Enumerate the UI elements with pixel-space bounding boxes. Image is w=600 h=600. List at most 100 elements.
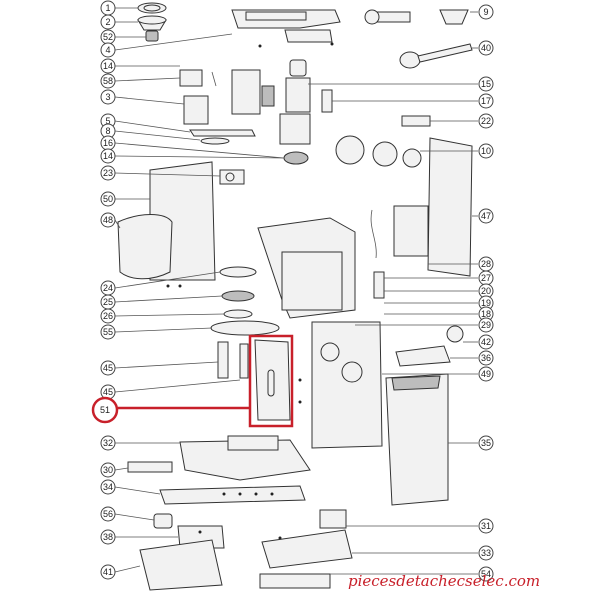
svg-text:40: 40 — [481, 43, 491, 53]
part-cap — [153, 513, 173, 529]
svg-text:47: 47 — [481, 211, 491, 221]
svg-text:30: 30 — [103, 465, 113, 475]
callout-30: 30 — [100, 462, 116, 478]
leader-lines-right — [308, 11, 478, 575]
callout-16: 16 — [100, 135, 116, 151]
callout-32: 32 — [100, 435, 116, 451]
part-round-plate — [210, 320, 280, 336]
svg-text:52: 52 — [103, 32, 113, 42]
part-tray-cover — [395, 345, 451, 367]
svg-text:26: 26 — [103, 311, 113, 321]
callout-27: 27 — [478, 270, 494, 286]
svg-text:54: 54 — [481, 569, 491, 579]
callout-58: 58 — [100, 73, 116, 89]
part-seal-rings — [219, 266, 257, 319]
callout-33: 33 — [478, 545, 494, 561]
svg-text:4: 4 — [105, 45, 110, 55]
svg-text:34: 34 — [103, 482, 113, 492]
svg-text:49: 49 — [481, 369, 491, 379]
svg-text:55: 55 — [103, 327, 113, 337]
svg-text:32: 32 — [103, 438, 113, 448]
part-small-tray — [127, 461, 173, 473]
svg-text:2: 2 — [105, 17, 110, 27]
callout-24: 24 — [100, 280, 116, 296]
part-highlighted-panel — [254, 339, 291, 421]
svg-text:45: 45 — [103, 363, 113, 373]
callout-14a: 14 — [100, 58, 116, 74]
callout-56: 56 — [100, 506, 116, 522]
svg-text:8: 8 — [105, 126, 110, 136]
svg-text:23: 23 — [103, 168, 113, 178]
svg-text:19: 19 — [481, 298, 491, 308]
svg-text:33: 33 — [481, 548, 491, 558]
svg-text:14: 14 — [103, 61, 113, 71]
callout-28: 28 — [478, 256, 494, 272]
part-gear-unit — [335, 135, 422, 168]
part-base-assembly — [179, 435, 311, 481]
svg-text:31: 31 — [481, 521, 491, 531]
part-side-panel — [427, 137, 473, 277]
callout-2: 2 — [100, 14, 116, 30]
callout-4: 4 — [100, 42, 116, 58]
part-switch — [321, 89, 431, 127]
leader-lines-left — [114, 7, 285, 573]
callout-51: 51 — [91, 396, 119, 424]
part-drip-tray — [139, 539, 223, 591]
callout-55: 55 — [100, 324, 116, 340]
callout-29: 29 — [478, 317, 494, 333]
callout-3: 3 — [100, 89, 116, 105]
part-base-plate — [159, 485, 306, 505]
svg-text:48: 48 — [103, 215, 113, 225]
svg-text:56: 56 — [103, 509, 113, 519]
site-watermark: piecesdetachecselec.com — [348, 572, 540, 590]
callout-54: 54 — [478, 566, 494, 582]
svg-text:20: 20 — [481, 286, 491, 296]
part-flat-strip — [189, 129, 256, 145]
part-gear-motor — [219, 169, 245, 185]
part-cup-tray — [231, 9, 341, 43]
callout-50: 50 — [100, 191, 116, 207]
svg-text:10: 10 — [481, 146, 491, 156]
svg-text:22: 22 — [481, 116, 491, 126]
svg-text:58: 58 — [103, 76, 113, 86]
svg-text:17: 17 — [481, 96, 491, 106]
svg-text:36: 36 — [481, 353, 491, 363]
svg-text:45: 45 — [103, 387, 113, 397]
svg-text:3: 3 — [105, 92, 110, 102]
callout-1: 1 — [100, 0, 116, 16]
callout-23: 23 — [100, 165, 116, 181]
part-insert — [145, 30, 159, 42]
callout-column-right: 9 40 15 17 22 10 47 28 27 20 19 18 29 42… — [478, 4, 494, 582]
svg-text:38: 38 — [103, 532, 113, 542]
part-filter-disc — [137, 2, 167, 14]
svg-text:42: 42 — [481, 337, 491, 347]
part-portafilter — [399, 43, 473, 69]
callout-31: 31 — [478, 518, 494, 534]
callout-48: 48 — [100, 212, 116, 228]
part-bottom-base — [259, 509, 353, 589]
part-cable-set — [370, 205, 429, 299]
callout-49: 49 — [478, 366, 494, 382]
svg-text:5: 5 — [105, 116, 110, 126]
callout-18: 18 — [478, 306, 494, 322]
callout-column-left: 1 2 52 4 14 58 3 5 8 16 14 23 50 48 24 2… — [91, 0, 119, 580]
callout-41: 41 — [100, 564, 116, 580]
callout-47: 47 — [478, 208, 494, 224]
callout-22: 22 — [478, 113, 494, 129]
part-steam-wand — [364, 9, 469, 25]
svg-text:9: 9 — [483, 7, 488, 17]
part-tube-right — [239, 343, 249, 379]
callout-45a: 45 — [100, 360, 116, 376]
callout-34: 34 — [100, 479, 116, 495]
part-filter-basket — [137, 15, 167, 31]
part-tube-left — [217, 341, 229, 379]
svg-text:35: 35 — [481, 438, 491, 448]
screw-set — [166, 42, 334, 540]
svg-text:15: 15 — [481, 79, 491, 89]
svg-text:1: 1 — [105, 3, 110, 13]
svg-text:41: 41 — [103, 567, 113, 577]
svg-text:24: 24 — [103, 283, 113, 293]
callout-26: 26 — [100, 308, 116, 324]
